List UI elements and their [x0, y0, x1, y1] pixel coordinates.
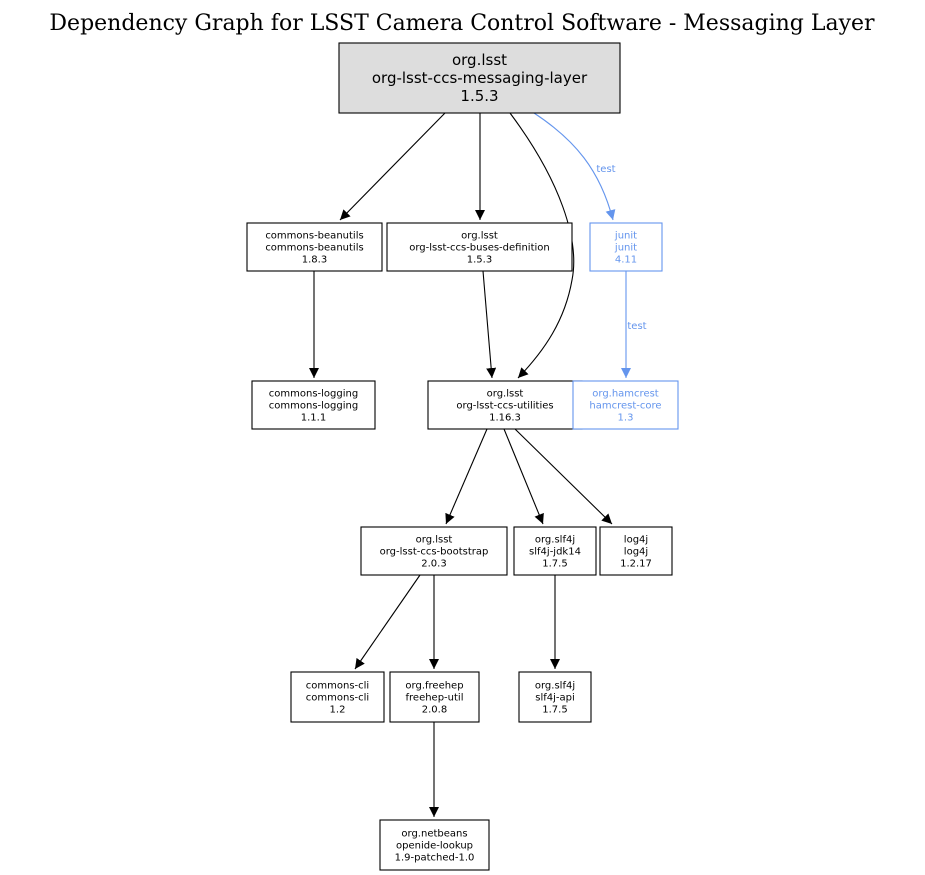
- node-label-jdk14-1: slf4j-jdk14: [529, 546, 581, 557]
- node-label-cli-0: commons-cli: [306, 680, 369, 691]
- node-box-cli: [290, 671, 385, 723]
- edge-bootstrap-to-cli: [354, 574, 421, 670]
- node-label-beanutils-0: commons-beanutils: [265, 230, 363, 241]
- node-label-log4j-2: 1.2.17: [620, 558, 652, 569]
- node-label-utilities-1: org-lsst-ccs-utilities: [456, 400, 553, 411]
- node-label-utilities-0: org.lsst: [487, 388, 524, 399]
- node-box-logging: [251, 380, 376, 430]
- node-label-bootstrap-1: org-lsst-ccs-bootstrap: [380, 546, 489, 557]
- node-label-junit-1: junit: [614, 242, 637, 253]
- node-label-lookup-1: openide-lookup: [396, 840, 473, 851]
- edge-messaging-to-utilities: [509, 112, 575, 379]
- node-label-buses-0: org.lsst: [461, 230, 498, 241]
- node-label-lookup-0: org.netbeans: [401, 828, 467, 839]
- node-label-messaging-2: 1.5.3: [460, 87, 498, 105]
- node-box-beanutils: [246, 222, 383, 272]
- nodes-layer: org.lsstorg-lsst-ccs-messaging-layer1.5.…: [246, 42, 679, 871]
- node-box-buses: [386, 222, 573, 272]
- edge-label-messaging-to-junit: test: [596, 164, 615, 175]
- node-box-hamcrest: [572, 380, 679, 430]
- node-label-freehep-1: freehep-util: [406, 692, 464, 703]
- node-label-cli-1: commons-cli: [306, 692, 369, 703]
- edges-layer: test test: [309, 112, 647, 817]
- node-box-jdk14: [513, 526, 597, 576]
- node-label-junit-0: junit: [614, 230, 637, 241]
- node-label-logging-1: commons-logging: [269, 400, 358, 411]
- node-label-freehep-0: org.freehep: [405, 680, 463, 691]
- node-label-slf4japi-1: slf4j-api: [535, 692, 575, 703]
- node-label-log4j-0: log4j: [624, 534, 648, 545]
- node-box-junit: [589, 222, 663, 272]
- edge-messaging-to-junit: [533, 112, 616, 221]
- node-label-hamcrest-0: org.hamcrest: [592, 388, 659, 399]
- node-label-junit-2: 4.11: [615, 254, 637, 265]
- node-box-utilities: [427, 380, 583, 430]
- node-messaging: org.lsstorg-lsst-ccs-messaging-layer1.5.…: [338, 42, 621, 114]
- node-buses: org.lsstorg-lsst-ccs-buses-definition1.5…: [386, 222, 573, 272]
- node-box-lookup: [379, 819, 490, 871]
- node-label-logging-0: commons-logging: [269, 388, 358, 399]
- node-label-utilities-2: 1.16.3: [489, 412, 521, 423]
- edge-buses-to-utilities: [482, 270, 497, 379]
- node-box-bootstrap: [360, 526, 508, 576]
- node-label-log4j-1: log4j: [624, 546, 648, 557]
- node-box-log4j: [599, 526, 673, 576]
- node-label-bootstrap-0: org.lsst: [416, 534, 453, 545]
- node-label-slf4japi-2: 1.7.5: [542, 704, 567, 715]
- node-box-freehep: [389, 671, 480, 723]
- node-label-beanutils-2: 1.8.3: [302, 254, 327, 265]
- node-label-buses-1: org-lsst-ccs-buses-definition: [409, 242, 550, 253]
- node-label-bootstrap-2: 2.0.3: [421, 558, 446, 569]
- graph-title: Dependency Graph for LSST Camera Control…: [49, 11, 875, 36]
- edge-utilities-to-log4j: [514, 428, 613, 525]
- node-label-slf4japi-0: org.slf4j: [535, 680, 575, 691]
- edge-utilities-to-bootstrap: [445, 428, 488, 525]
- node-box-slf4japi: [518, 671, 592, 723]
- node-label-cli-2: 1.2: [330, 704, 346, 715]
- node-label-messaging-0: org.lsst: [452, 51, 507, 69]
- node-box-messaging: [338, 42, 621, 114]
- edge-label-junit-to-hamcrest: test: [627, 321, 646, 332]
- node-label-hamcrest-1: hamcrest-core: [589, 400, 661, 411]
- node-label-beanutils-1: commons-beanutils: [265, 242, 363, 253]
- node-label-jdk14-0: org.slf4j: [535, 534, 575, 545]
- node-lookup: org.netbeansopenide-lookup1.9-patched-1.…: [379, 819, 490, 871]
- node-label-hamcrest-2: 1.3: [618, 412, 634, 423]
- node-label-messaging-1: org-lsst-ccs-messaging-layer: [372, 69, 588, 87]
- node-label-lookup-2: 1.9-patched-1.0: [395, 852, 475, 863]
- node-label-freehep-2: 2.0.8: [422, 704, 447, 715]
- node-label-jdk14-2: 1.7.5: [542, 558, 567, 569]
- edge-messaging-to-beanutils: [339, 112, 446, 221]
- node-label-logging-2: 1.1.1: [301, 412, 326, 423]
- node-label-buses-2: 1.5.3: [467, 254, 492, 265]
- edge-utilities-to-jdk14: [503, 428, 544, 525]
